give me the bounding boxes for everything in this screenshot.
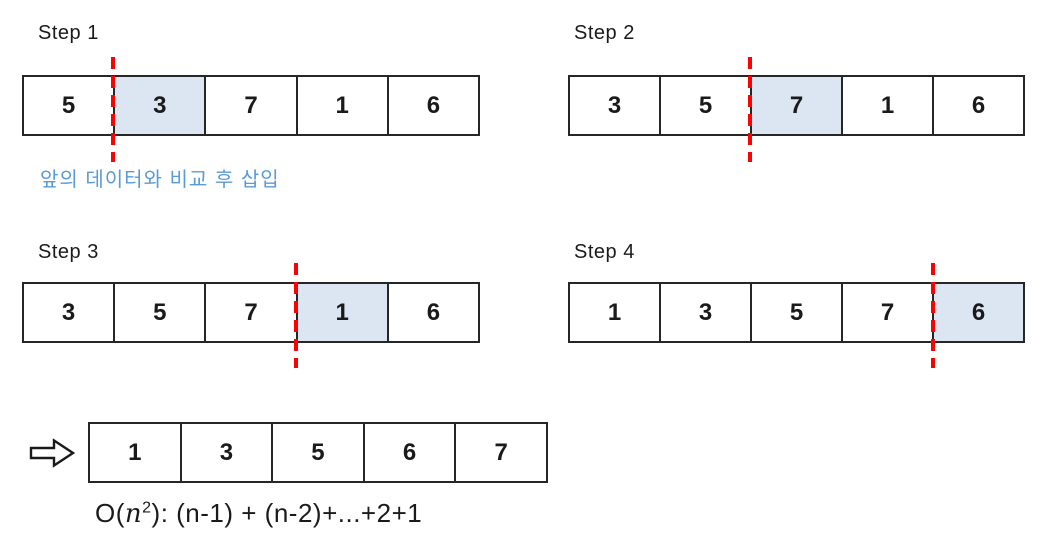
- array-cell: 5: [61, 91, 76, 119]
- complexity-formula: O(n2): (n-1) + (n-2)+...+2+1: [95, 498, 422, 529]
- array-cell: 5: [659, 77, 750, 134]
- compare-insert-caption: 앞의 데이터와 비교 후 삽입: [40, 169, 280, 191]
- array-cell: 3: [179, 424, 272, 481]
- array-cell: 1: [128, 438, 142, 466]
- step3-label: Step 3: [38, 241, 99, 263]
- step1-label: Step 1: [38, 22, 99, 44]
- array-cell-highlighted: 3: [113, 77, 205, 134]
- array-cell: 1: [295, 77, 387, 134]
- right-block-arrow-icon: [28, 438, 76, 473]
- array-cell-highlighted: 6: [932, 284, 1023, 341]
- array-cell: 6: [386, 284, 478, 341]
- array-cell-highlighted: 7: [750, 77, 841, 134]
- array-cell: 6: [932, 77, 1023, 134]
- array-cell: 5: [113, 284, 204, 341]
- step1-insert-marker-dashed-line: [111, 57, 115, 162]
- array-cell: 7: [454, 424, 546, 481]
- array-cell: 3: [61, 298, 76, 326]
- step2-label: Step 2: [574, 22, 635, 44]
- formula-rest: ): (n-1) + (n-2)+...+2+1: [151, 498, 423, 528]
- array-cell: 6: [362, 424, 455, 481]
- array-cell: 3: [659, 284, 750, 341]
- array-cell: 5: [271, 424, 363, 481]
- formula-prefix: O(: [95, 498, 125, 528]
- array-cell: 3: [607, 91, 622, 119]
- array-cell: 5: [750, 284, 841, 341]
- step3-insert-marker-dashed-line: [294, 263, 298, 368]
- step2-insert-marker-dashed-line: [748, 57, 752, 162]
- array-cell-highlighted: 1: [295, 284, 387, 341]
- step4-insert-marker-dashed-line: [931, 263, 935, 368]
- step4-label: Step 4: [574, 241, 635, 263]
- array-cell: 1: [607, 298, 622, 326]
- array-cell: 7: [204, 284, 295, 341]
- array-cell: 6: [386, 77, 478, 134]
- formula-exponent: 2: [142, 499, 152, 517]
- array-cell: 7: [841, 284, 932, 341]
- array-cell: 7: [204, 77, 295, 134]
- formula-variable: n: [124, 499, 143, 529]
- array-cell: 1: [841, 77, 932, 134]
